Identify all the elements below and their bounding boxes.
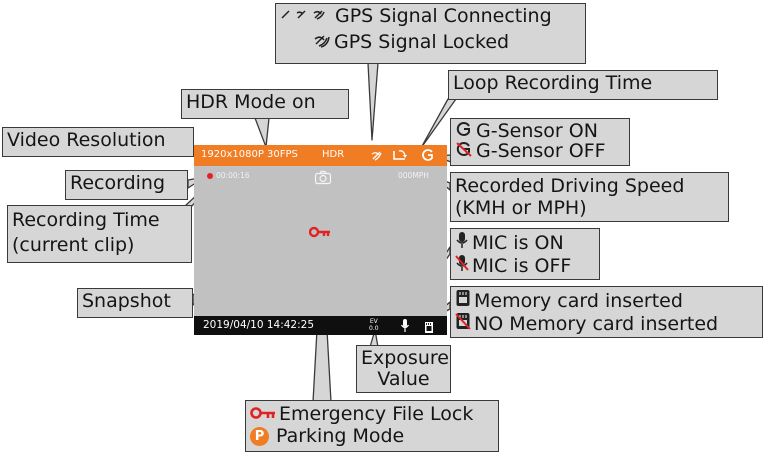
callout-gps-signal: GPS Signal Connecting GPS Signal Locked: [275, 3, 586, 64]
parking-mode-label: Parking Mode: [276, 425, 405, 447]
gps-locked-label: GPS Signal Locked: [334, 31, 510, 53]
mic-off-icon: [455, 254, 469, 277]
ev-label: EV: [369, 318, 378, 325]
status-bottom-bar: 2019/04/10 14:42:25 EV 0.0: [194, 316, 447, 335]
ev-value: 0.0: [369, 325, 379, 332]
driving-speed-units-label: (KMH or MPH): [455, 197, 587, 219]
callout-snapshot: Snapshot: [77, 288, 193, 318]
speed-readout: 000MPH: [398, 171, 429, 180]
memory-card-missing-label: NO Memory card inserted: [474, 312, 719, 335]
gps-locked-icon: [370, 147, 384, 167]
g-sensor-on-label: G-Sensor ON: [476, 120, 598, 142]
hdr-mode-label: HDR Mode on: [186, 91, 316, 113]
video-resolution-indicator: 1920x1080P 30FPS: [201, 149, 298, 160]
g-sensor-icon: [420, 147, 436, 167]
video-resolution-label: Video Resolution: [7, 129, 166, 151]
datetime-readout: 2019/04/10 14:42:25: [203, 319, 315, 331]
driving-speed-label: Recorded Driving Speed: [455, 175, 685, 197]
g-sensor-on-icon: [455, 121, 473, 141]
recording-time-sub-label: (current clip): [12, 234, 135, 256]
callout-hdr-mode: HDR Mode on: [181, 89, 349, 119]
callout-g-sensor: G-Sensor ON G-Sensor OFF: [450, 118, 630, 166]
callout-video-resolution: Video Resolution: [2, 127, 194, 157]
memory-card-inserted-label: Memory card inserted: [474, 289, 683, 312]
mic-off-label: MIC is OFF: [472, 254, 572, 277]
memory-card-inserted-icon: [455, 289, 471, 312]
loop-recording-icon: [391, 147, 409, 167]
gps-connecting-label: GPS Signal Connecting: [335, 5, 552, 27]
recording-dot: [207, 173, 213, 179]
key-lock-icon: [308, 223, 331, 242]
callout-recording-time: Recording Time (current clip): [7, 205, 192, 263]
gps-locked-icon: [313, 32, 331, 53]
recording-time-readout: 00:00:16: [216, 171, 250, 180]
key-lock-icon: [250, 403, 276, 425]
loop-recording-label: Loop Recording Time: [453, 72, 653, 94]
exposure-label: Exposure: [361, 347, 449, 369]
dashcam-screen: 1920x1080P 30FPS HDR 00:00:16 000MPH 201…: [194, 145, 447, 335]
g-sensor-off-label: G-Sensor OFF: [476, 140, 606, 162]
snapshot-label: Snapshot: [82, 290, 171, 312]
recording-label: Recording: [70, 172, 166, 194]
callout-emergency-parking: Emergency File Lock P Parking Mode: [245, 400, 499, 452]
callout-memory-card: Memory card inserted NO Memory card inse…: [450, 286, 763, 338]
mic-on-icon: [455, 231, 469, 254]
mic-on-label: MIC is ON: [472, 231, 564, 254]
callout-recording: Recording: [65, 170, 188, 200]
callout-exposure-value: Exposure Value: [356, 345, 451, 393]
g-sensor-off-icon: [455, 141, 473, 161]
memory-card-icon: [424, 319, 434, 338]
emergency-lock-label: Emergency File Lock: [279, 403, 474, 425]
exposure-value-label: Value: [377, 368, 430, 390]
recording-time-label: Recording Time: [12, 209, 160, 231]
parking-icon: P: [250, 426, 269, 446]
callout-loop-recording: Loop Recording Time: [448, 70, 718, 100]
snapshot-icon: [314, 170, 332, 189]
callout-microphone: MIC is ON MIC is OFF: [450, 228, 600, 280]
status-top-bar: 1920x1080P 30FPS HDR: [194, 145, 447, 166]
memory-card-missing-icon: [455, 312, 471, 335]
exposure-value-indicator: EV 0.0: [369, 318, 379, 332]
microphone-icon: [400, 318, 410, 337]
hdr-indicator: HDR: [322, 149, 345, 160]
callout-driving-speed: Recorded Driving Speed (KMH or MPH): [450, 172, 729, 222]
gps-connecting-icon: [280, 6, 332, 27]
